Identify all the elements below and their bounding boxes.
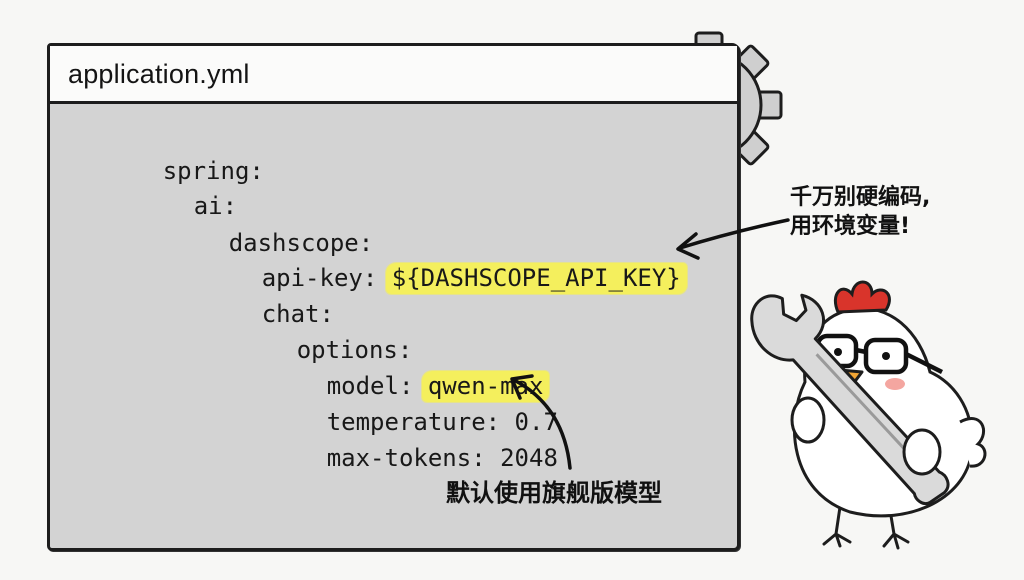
yaml-key: max-tokens: — [326, 444, 501, 472]
api-key-value-highlighted: ${DASHSCOPE_API_KEY} — [385, 263, 687, 294]
code-line-temperature: temperature: 0.7 — [240, 374, 558, 436]
code-line-ai: ai: — [107, 158, 237, 220]
chicken-mascot — [750, 280, 987, 550]
code-line-chat: chat: — [175, 266, 334, 328]
env-var-note-line1: 千万别硬编码, — [790, 185, 931, 210]
window-titlebar: application.yml — [50, 46, 737, 104]
yaml-key: chat: — [261, 300, 334, 328]
env-var-annotation: 千万别硬编码, 用环境变量! — [790, 183, 930, 241]
yaml-code-block: spring: ai: dashscope: api-key: ${DASHSC… — [50, 104, 737, 548]
file-name: application.yml — [68, 59, 250, 89]
yaml-key: model: — [326, 372, 428, 400]
model-annotation: 默认使用旗舰版模型 — [446, 479, 662, 507]
code-line-spring: spring: — [76, 123, 264, 185]
yaml-key: spring: — [162, 157, 264, 185]
code-line-api-key: api-key: ${DASHSCOPE_API_KEY} — [175, 230, 687, 294]
yaml-editor-window: application.yml spring: ai: dashscope: a… — [47, 43, 740, 551]
env-var-note-line2: 用环境变量! — [790, 214, 911, 239]
code-line-dashscope: dashscope: — [142, 195, 374, 257]
arrow-to-model-icon — [510, 374, 572, 470]
yaml-key: api-key: — [261, 264, 392, 292]
yaml-key: temperature: — [326, 408, 515, 436]
code-line-options: options: — [210, 302, 413, 364]
code-line-model: model: qwen-max — [240, 338, 550, 402]
yaml-value: 2048 — [500, 444, 558, 472]
yaml-key: options: — [296, 336, 413, 364]
arrow-to-api-key-icon — [676, 218, 790, 260]
yaml-key: dashscope: — [228, 229, 374, 257]
yaml-key: ai: — [193, 192, 238, 220]
code-line-max-tokens: max-tokens: 2048 — [240, 410, 558, 472]
